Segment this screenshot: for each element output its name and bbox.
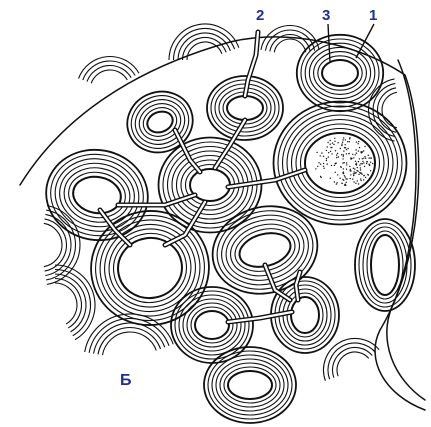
label-3: 3 — [322, 8, 330, 23]
edge-arc-top2 — [261, 26, 319, 53]
cell-bottom — [204, 347, 296, 423]
cell-big-right — [274, 102, 407, 225]
pit-canal-2 — [245, 32, 258, 96]
edge-arc-bottom-left — [85, 314, 174, 355]
edge-arc-right — [369, 79, 397, 141]
cell-upper-left — [119, 83, 202, 162]
tissue-outline-right — [387, 60, 425, 400]
edge-arc-bottom-right — [324, 339, 380, 381]
pit-canal-b — [228, 170, 305, 187]
edge-arc-left2 — [55, 265, 95, 340]
edge-arc-top-left — [79, 56, 139, 83]
label-1: 1 — [369, 8, 377, 23]
leader-3 — [328, 24, 330, 62]
cell-left — [39, 142, 155, 248]
label-2: 2 — [256, 8, 264, 23]
edge-arc-left — [44, 206, 80, 285]
label-b: Б — [120, 373, 132, 389]
